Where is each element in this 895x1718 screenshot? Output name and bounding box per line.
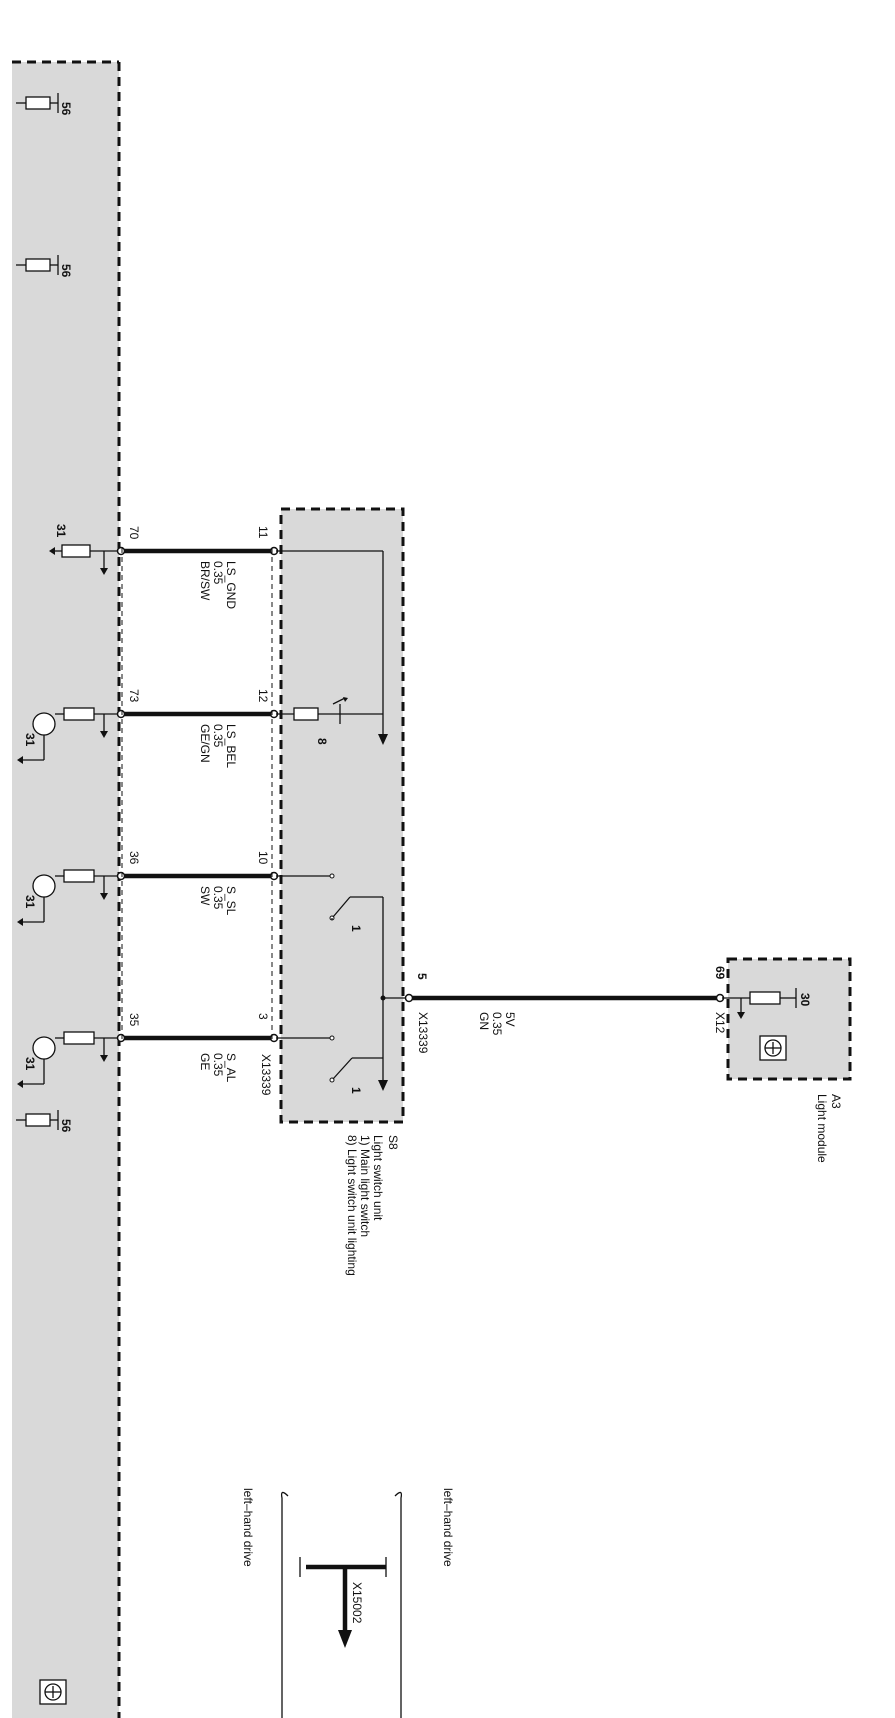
ground-terminal-label: 31 <box>54 524 68 538</box>
terminal-56-middle: 56 <box>16 255 73 278</box>
ground-terminal-label: 31 <box>23 1057 37 1071</box>
transistor-s-al: 31 <box>17 1031 118 1088</box>
module-note: 1) Main light switch <box>358 1135 372 1237</box>
wire-signal: S_SL <box>224 886 238 916</box>
wire-signal: S_AL <box>224 1053 238 1083</box>
wire-gauge: 0.35 <box>211 886 225 910</box>
module-name: Light switch unit <box>371 1135 385 1221</box>
supply-terminal-label: 30 <box>798 993 812 1007</box>
left-hand-drive-group: X15002 left–hand drive left–hand drive <box>241 1488 455 1718</box>
lhd-label: left–hand drive <box>241 1488 255 1567</box>
pin-left: 73 <box>127 689 141 703</box>
connector-label: X15002 <box>350 1582 364 1624</box>
transistor-s-sl: 31 <box>17 869 118 926</box>
pin-right: 3 <box>256 1013 270 1020</box>
wire-gauge: 0.35 <box>211 1053 225 1077</box>
wire-s-al: 35 3 S_AL 0.35 GE <box>116 1013 279 1083</box>
s8-light-switch-unit: 8 1 1 X13339 S8 Light switch unit 1) Mai… <box>259 507 405 1276</box>
ground-terminal-label: 31 <box>23 895 37 909</box>
connector-label: X13339 <box>416 1012 430 1054</box>
wire-signal: 5V <box>503 1012 517 1027</box>
control-unit-box <box>12 60 121 1718</box>
lhd-label: left–hand drive <box>441 1488 455 1567</box>
supply-wire-5v: 5 X13339 5V 0.35 GN 69 X12 <box>404 966 727 1054</box>
wire-ls-gnd: 70 11 LS_GND 0.35 BR/SW <box>116 526 279 609</box>
wire-gauge: 0.35 <box>490 1012 504 1036</box>
wire-gauge: 0.35 <box>211 724 225 748</box>
pin-left: 36 <box>127 851 141 865</box>
pin-right: 12 <box>256 689 270 703</box>
wire-signal: LS_BEL <box>224 724 238 768</box>
transistor-ls-bel: 31 <box>17 707 118 764</box>
terminal-56-label: 56 <box>59 264 73 278</box>
harness-shield <box>121 548 273 1040</box>
pin-left: 70 <box>127 526 141 540</box>
terminal-56-top: 56 <box>16 93 73 116</box>
wire-color: GN <box>477 1012 491 1030</box>
wire-ls-bel: 73 12 LS_BEL 0.35 GE/GN <box>116 689 279 768</box>
wire-color: GE <box>198 1053 212 1070</box>
a3-light-module: 30 A3 Light module <box>722 957 852 1163</box>
pin-a3: 69 <box>713 966 727 980</box>
module-note: 8) Light switch unit lighting <box>345 1135 359 1276</box>
wire-s-sl: 36 10 S_SL 0.35 SW <box>116 851 279 916</box>
module-id: A3 <box>829 1094 843 1109</box>
switch-mark: 1 <box>349 925 363 932</box>
terminal-56-label: 56 <box>59 102 73 116</box>
module-id: S8 <box>386 1135 400 1150</box>
module-name: Light module <box>815 1094 829 1163</box>
pin-right: 11 <box>256 526 270 539</box>
terminal-56-label: 56 <box>59 1119 73 1133</box>
ground-terminal-label: 31 <box>23 733 37 747</box>
pin-right: 10 <box>256 851 270 865</box>
wire-signal: LS_GND <box>224 561 238 609</box>
connector-label: X12 <box>713 1012 727 1034</box>
connector-label: X13339 <box>259 1054 273 1096</box>
terminal-56-bottom: 56 <box>16 1110 73 1133</box>
pin-s8: 5 <box>415 973 429 980</box>
ground-resistor-ls-gnd: 31 <box>49 524 118 575</box>
wire-gauge: 0.35 <box>211 561 225 585</box>
lamp-mark: 8 <box>315 738 329 745</box>
switch-mark: 1 <box>349 1087 363 1094</box>
wire-color: BR/SW <box>198 561 212 601</box>
control-unit-icon <box>39 1679 67 1705</box>
wire-color: SW <box>198 886 212 906</box>
wire-color: GE/GN <box>198 724 212 763</box>
pin-left: 35 <box>127 1013 141 1027</box>
